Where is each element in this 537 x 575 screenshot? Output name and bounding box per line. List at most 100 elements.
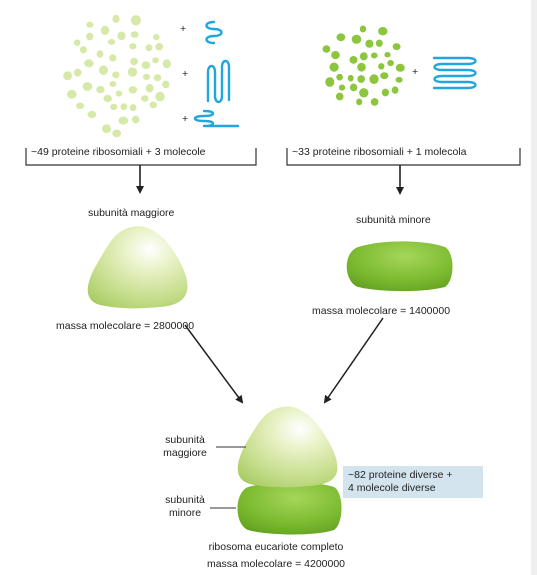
protein-dot: [79, 46, 87, 54]
complete-ribosome-mass: massa molecolare = 4200000: [206, 558, 346, 570]
small-subunit-shape: [346, 241, 453, 292]
complete-small-subunit-shape: [237, 482, 342, 535]
protein-dot: [155, 91, 165, 102]
protein-dot: [359, 52, 368, 61]
protein-dot: [110, 103, 118, 111]
protein-dot: [359, 88, 369, 98]
protein-dot: [336, 73, 343, 81]
protein-dot: [338, 84, 346, 91]
protein-dot: [84, 59, 94, 68]
protein-dot: [329, 62, 339, 72]
complete-summary-text: ~82 proteine diverse + 4 molecole divers…: [348, 469, 453, 494]
plus-sign: +: [182, 68, 189, 80]
protein-dot: [153, 34, 160, 41]
protein-dot: [357, 62, 366, 72]
protein-dot: [130, 15, 141, 26]
protein-dot: [371, 52, 378, 59]
protein-dot: [392, 43, 401, 51]
protein-dot: [100, 25, 110, 35]
protein-dot: [118, 116, 129, 125]
protein-dot: [359, 25, 367, 33]
small-subunit-name: subunità minore: [356, 214, 431, 226]
protein-dot: [369, 74, 379, 85]
protein-dot: [387, 60, 394, 67]
protein-dot: [76, 102, 85, 110]
protein-dot: [375, 39, 383, 47]
protein-dot: [87, 110, 97, 119]
protein-dot: [395, 76, 403, 83]
protein-dot: [325, 77, 335, 87]
protein-dot: [378, 63, 385, 70]
small-subunit-components-label: ~33 proteine ribosomiali + 1 molecola: [292, 146, 467, 158]
complete-summary-box: ~82 proteine diverse + 4 molecole divers…: [343, 466, 483, 498]
large-subunit-name: subunità maggiore: [88, 207, 175, 219]
protein-dot: [356, 98, 363, 106]
plus-sign: +: [180, 23, 187, 35]
protein-dot: [109, 81, 117, 87]
protein-dot: [141, 95, 149, 102]
protein-dot: [112, 14, 120, 23]
protein-dot: [347, 74, 354, 82]
small-subunit-proteins: [322, 25, 405, 106]
protein-dot: [145, 44, 153, 52]
protein-dot: [86, 32, 94, 41]
protein-dot: [335, 92, 344, 101]
protein-dot: [391, 86, 399, 94]
protein-dot: [381, 88, 389, 97]
protein-dot: [351, 34, 362, 44]
protein-dot: [127, 67, 137, 77]
protein-dot: [149, 101, 157, 109]
protein-dot: [132, 115, 140, 124]
protein-dot: [129, 43, 137, 50]
protein-dot: [112, 129, 121, 138]
protein-dot: [66, 89, 77, 99]
protein-dot: [336, 33, 346, 42]
protein-dot: [162, 59, 171, 69]
protein-dot: [107, 38, 116, 45]
small-subunit-mass: massa molecolare = 1400000: [312, 305, 451, 317]
protein-dot: [384, 52, 391, 58]
small-components-bracket: [286, 148, 521, 166]
protein-dot: [331, 51, 340, 60]
plus-sign: +: [412, 66, 419, 78]
protein-dot: [73, 68, 82, 77]
rrna-molecule-1: [205, 20, 223, 45]
protein-dot: [380, 72, 389, 80]
protein-dot: [129, 104, 137, 112]
protein-dot: [102, 124, 111, 134]
combine-arrow-right: [323, 317, 384, 404]
large-subunit-components-label: ~49 proteine ribosomiali + 3 molecole: [31, 146, 206, 158]
protein-dot: [117, 31, 126, 41]
protein-dot: [128, 86, 137, 94]
protein-dot: [145, 83, 154, 93]
protein-dot: [357, 75, 366, 83]
large-components-bracket: [25, 148, 257, 166]
protein-dot: [141, 61, 151, 69]
large-subunit-shape: [87, 226, 188, 309]
large-subunit-mass: massa molecolare = 2800000: [56, 320, 195, 332]
protein-dot: [152, 57, 159, 64]
complete-ribosome-title: ribosoma eucariote completo: [208, 541, 344, 553]
protein-dot: [395, 63, 405, 72]
combine-arrow-left: [184, 324, 244, 404]
protein-dot: [349, 56, 358, 64]
protein-dot: [130, 31, 139, 38]
protein-dot: [86, 21, 94, 28]
protein-dot: [96, 85, 105, 94]
rrna-molecule-2: [206, 59, 231, 104]
rrna-molecule-3: [193, 109, 240, 128]
protein-dot: [143, 73, 151, 80]
protein-dot: [109, 54, 117, 62]
protein-dot: [349, 83, 358, 92]
protein-dot: [96, 50, 104, 58]
protein-dot: [103, 94, 112, 103]
protein-dot: [162, 80, 170, 89]
protein-dot: [115, 90, 123, 97]
protein-dot: [365, 39, 374, 48]
protein-dot: [112, 71, 120, 79]
page-edge: [531, 0, 537, 575]
protein-dot: [99, 65, 108, 75]
protein-dot: [153, 74, 162, 82]
